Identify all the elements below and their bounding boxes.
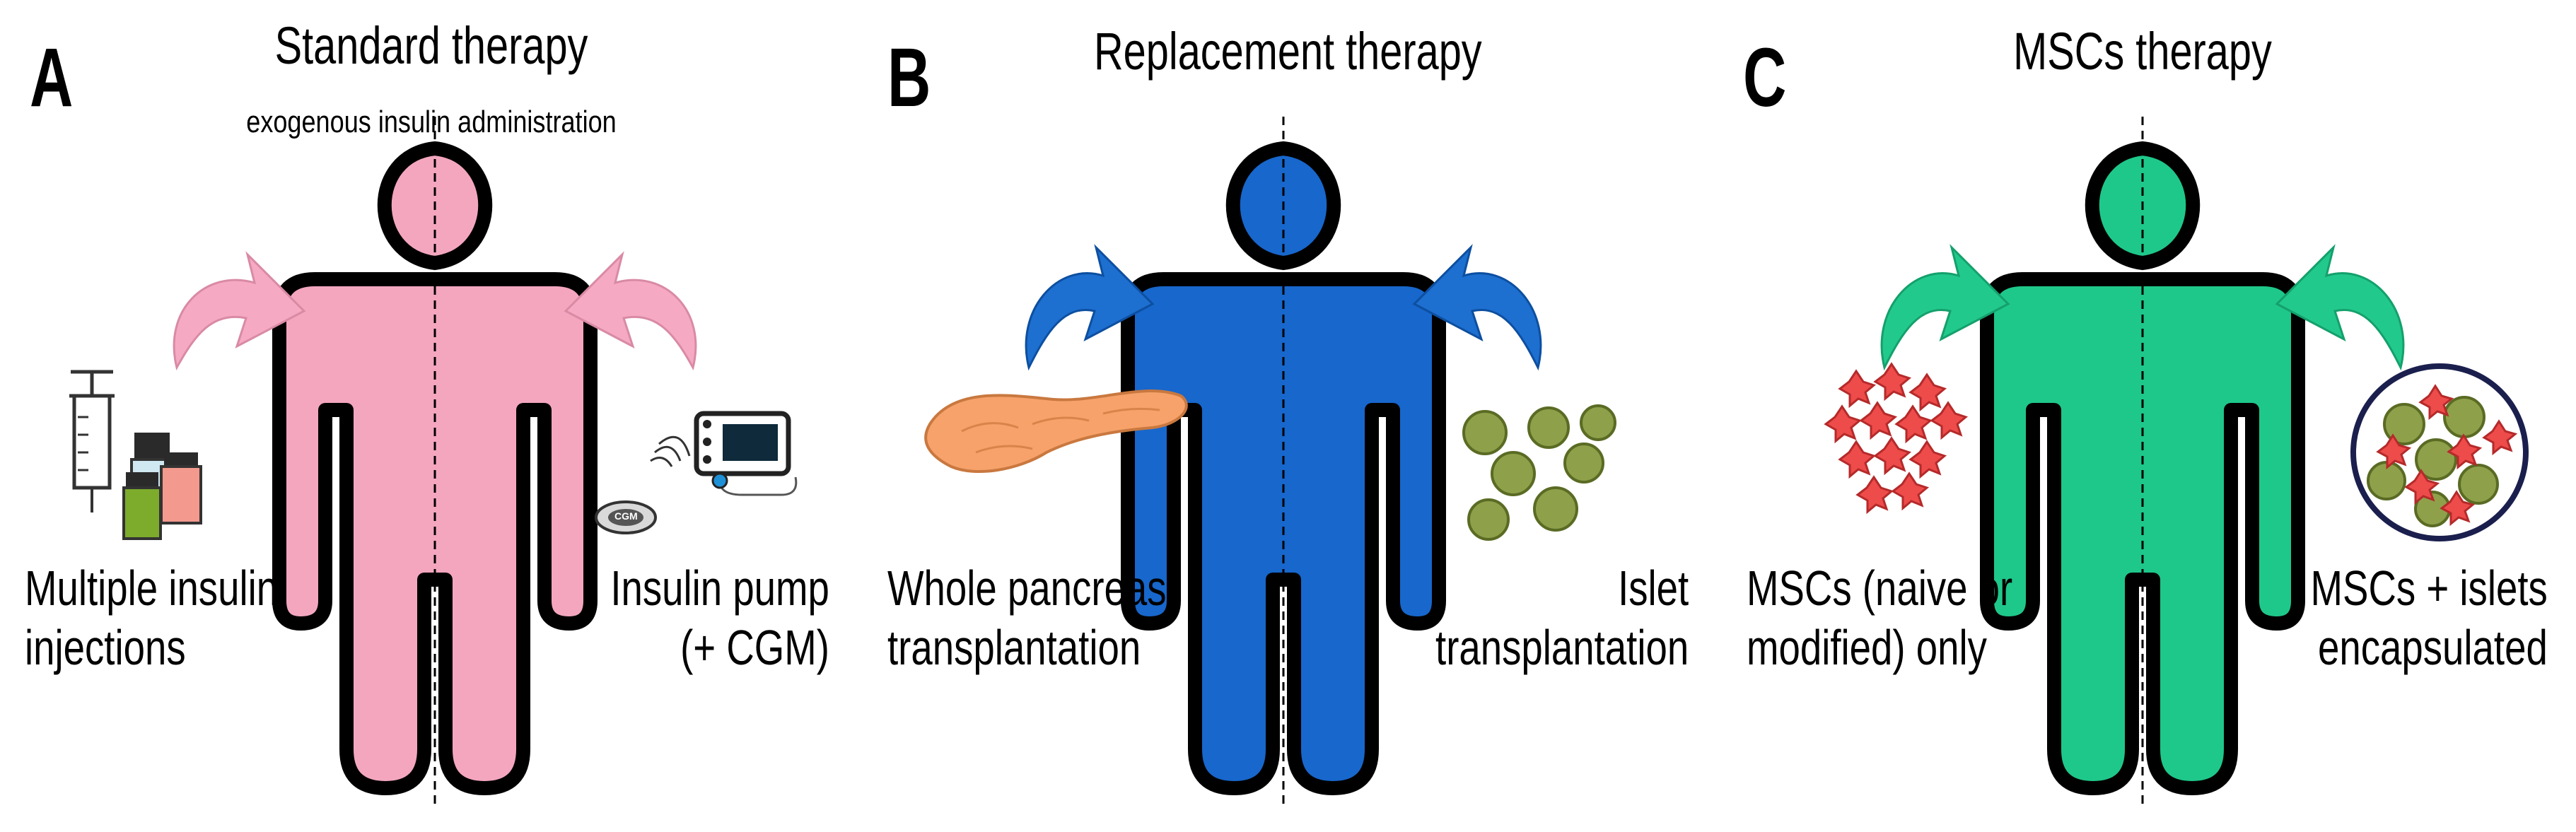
panel-a-right-label: Insulin pump (+ CGM) <box>610 561 829 675</box>
mscs-cluster-icon <box>1824 362 1969 515</box>
cgm-label: CGM <box>614 510 638 522</box>
panel-a-title: Standard therapy <box>274 16 588 75</box>
human-figure <box>1121 117 1446 806</box>
panel-c-left-label: MSCs (naive or modified) only <box>1747 561 2013 675</box>
panel-letter-c: C <box>1743 31 1787 124</box>
right-arrow <box>1412 244 1542 371</box>
human-figure <box>1980 117 2305 806</box>
panel-letter-a: A <box>30 31 74 124</box>
right-arrow <box>564 251 697 371</box>
left-arrow <box>1025 244 1155 371</box>
pancreas-icon <box>924 389 1188 474</box>
islets-icon <box>1462 404 1616 541</box>
panel-c-right-label: MSCs + islets encapsulated <box>2310 561 2548 675</box>
right-arrow <box>2275 244 2405 371</box>
human-figure <box>272 117 598 806</box>
left-arrow <box>1880 244 2010 371</box>
panel-letter-b: B <box>887 31 931 124</box>
panel-a-subtitle: exogenous insulin administration <box>246 105 617 139</box>
panel-b-title: Replacement therapy <box>1094 22 1482 81</box>
panel-b-figure <box>924 117 1616 806</box>
panel-c-title: MSCs therapy <box>2013 22 2272 81</box>
panel-b-right-label: Islet transplantation <box>1435 561 1689 675</box>
panel-c-figure <box>1824 117 2529 806</box>
insulin-pump-icon <box>650 411 798 496</box>
encapsulated-capsule-icon <box>2350 363 2529 541</box>
left-arrow <box>173 251 306 371</box>
panel-a-left-label: Multiple insulin injections <box>25 561 279 675</box>
panel-b-left-label: Whole pancreas transplantation <box>887 561 1167 675</box>
panel-a-figure <box>69 117 798 806</box>
syringe-and-vials-icon <box>69 370 202 540</box>
cgm-sensor-icon <box>595 500 657 534</box>
